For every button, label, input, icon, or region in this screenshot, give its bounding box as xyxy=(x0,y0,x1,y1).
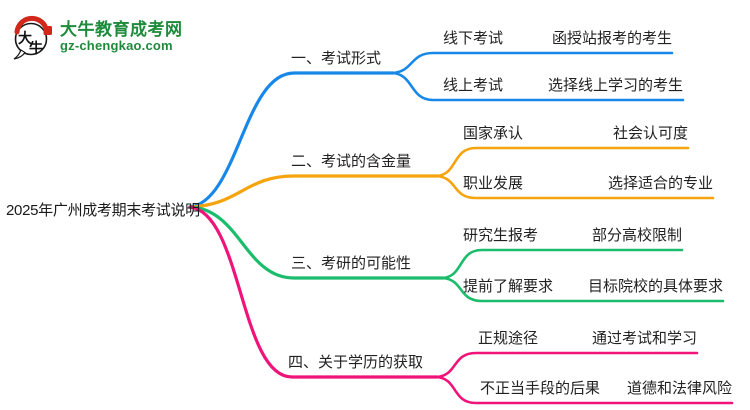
subtopic-right-label: 选择线上学习的考生 xyxy=(547,77,683,94)
subtopic-row: 不正当手段的后果 道德和法律风险 xyxy=(480,377,732,398)
subtopic-row: 研究生报考 部分高校限制 xyxy=(463,224,682,245)
branch-2-label: 二、考试的含金量 xyxy=(291,153,412,170)
subtopic-right-label: 选择适合的专业 xyxy=(607,175,713,192)
speech-bubble-shape xyxy=(14,22,48,56)
branch-1-sub-line-1 xyxy=(391,51,674,75)
subtopic-row: 线上考试 选择线上学习的考生 xyxy=(443,74,683,95)
subtopic-row: 职业发展 选择适合的专业 xyxy=(463,172,713,193)
red-seal-shape xyxy=(43,26,52,35)
subtopic-right-label: 社会认可度 xyxy=(612,125,688,142)
branch-3-label: 三、考研的可能性 xyxy=(291,255,412,272)
red-cap-shape xyxy=(14,15,48,35)
site-logo[interactable]: 大 牛 大牛教育成考网 gz-chengkao.com xyxy=(10,13,183,61)
site-domain: gz-chengkao.com xyxy=(60,38,173,54)
subtopic-left-label: 线上考试 xyxy=(443,77,504,94)
branch-4-label: 四、关于学历的获取 xyxy=(288,354,424,371)
branch-1-main-line xyxy=(188,71,395,209)
subtopic-right-label: 道德和法律风险 xyxy=(626,380,732,397)
central-topic: 2025年广州成考期末考试说明 xyxy=(6,202,200,219)
subtopic-left-label: 国家承认 xyxy=(463,125,524,142)
subtopic-right-label: 部分高校限制 xyxy=(591,227,682,244)
subtopic-right-label: 通过考试和学习 xyxy=(591,330,697,347)
logo-text-block: 大牛教育成考网 gz-chengkao.com xyxy=(60,21,183,52)
site-name: 大牛教育成考网 xyxy=(60,20,183,40)
subtopic-row: 国家承认 社会认可度 xyxy=(463,122,688,143)
logo-char-2: 牛 xyxy=(29,40,43,56)
subtopic-left-label: 正规途径 xyxy=(478,330,539,347)
subtopic-left-label: 提前了解要求 xyxy=(463,278,554,295)
subtopic-left-label: 不正当手段的后果 xyxy=(480,380,601,397)
branch-3-sub-line-1 xyxy=(441,248,684,280)
logo-char-1: 大 xyxy=(18,30,32,46)
subtopic-row: 正规途径 通过考试和学习 xyxy=(478,327,697,348)
branch-4-sub-line-1 xyxy=(435,351,699,379)
dainiu-logo-icon: 大 牛 xyxy=(13,15,52,60)
subtopic-left-label: 线下考试 xyxy=(443,30,504,47)
subtopic-right-label: 目标院校的具体要求 xyxy=(587,278,723,295)
subtopic-row: 提前了解要求 目标院校的具体要求 xyxy=(463,275,723,296)
subtopic-left-label: 研究生报考 xyxy=(463,227,539,244)
speech-bubble-tail xyxy=(13,49,26,60)
subtopic-right-label: 函授站报考的考生 xyxy=(551,30,672,47)
subtopic-row: 线下考试 函授站报考的考生 xyxy=(443,27,672,48)
subtopic-left-label: 职业发展 xyxy=(463,175,524,192)
branch-2-main-line xyxy=(188,174,439,209)
branch-1-label: 一、考试形式 xyxy=(291,50,382,67)
